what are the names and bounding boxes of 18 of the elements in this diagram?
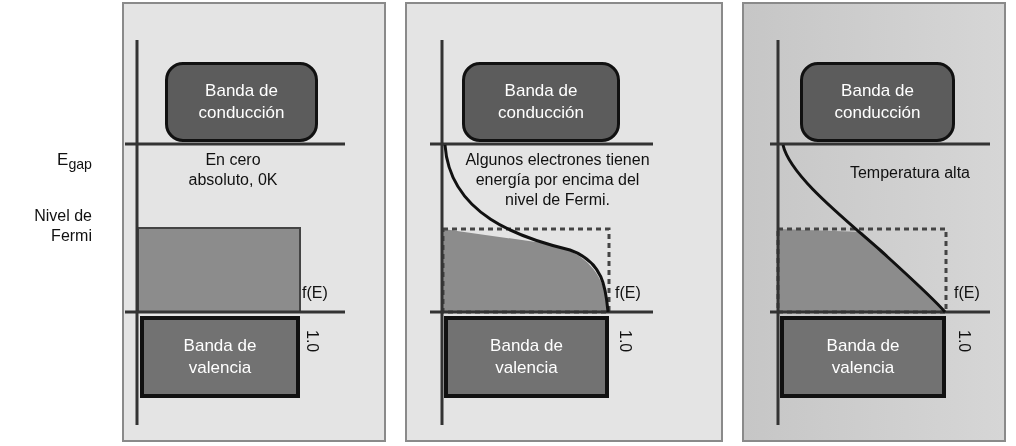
valence-band-box: Banda de valencia bbox=[140, 316, 300, 398]
annotation-text: Algunos electrones tienen energía por encima del nivel de Fermi. bbox=[464, 150, 651, 210]
tick-label: 1.0 bbox=[616, 330, 635, 353]
conduction-band-box: Banda de conducción bbox=[165, 62, 318, 142]
valence-band-box: Banda de valencia bbox=[444, 316, 609, 398]
annotation-text: En cero absoluto, 0K bbox=[187, 150, 279, 190]
conduction-band-box: Banda de conducción bbox=[800, 62, 955, 142]
tick-label: 1.0 bbox=[303, 330, 322, 353]
conduction-band-box: Banda de conducción bbox=[462, 62, 620, 142]
panel-background bbox=[405, 2, 723, 442]
axis-label: Nivel de Fermi bbox=[33, 206, 92, 246]
axis-label: f(E) bbox=[954, 283, 981, 303]
axis-label: f(E) bbox=[302, 283, 329, 303]
axis-label: f(E) bbox=[615, 283, 642, 303]
axis-label: E$_{gap}$ bbox=[56, 150, 92, 175]
tick-label: 1.0 bbox=[955, 330, 974, 353]
valence-band-box: Banda de valencia bbox=[780, 316, 946, 398]
annotation-text: Temperatura alta bbox=[848, 163, 970, 183]
